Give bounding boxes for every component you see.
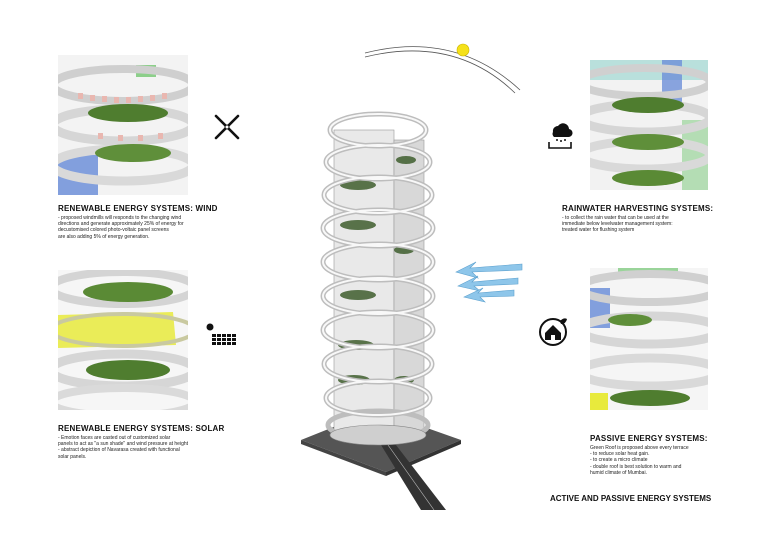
solar-line-3: - abstract depiction of Navarasa created…: [58, 447, 180, 454]
rain-line-3: treated water for flushing system: [562, 227, 635, 234]
wind-line-2: directions and generate approximately 25…: [58, 221, 184, 228]
rainwater-description: - to collect the rain water that can be …: [562, 215, 673, 234]
passive-line-4: - double roof is best solution to warm a…: [590, 463, 682, 470]
wind-description: - proposed windmills will responds to th…: [58, 215, 184, 240]
passive-line-3: - to create a micro climate: [590, 457, 648, 464]
green-roof-icon: [539, 318, 567, 346]
windmill-icon: [214, 114, 240, 140]
solar-panel-icon: [206, 323, 236, 345]
passive-line-1: Green Roof is proposed above every terra…: [590, 445, 689, 451]
wind-line-4: are also adding 5% of energy generation.: [58, 233, 150, 240]
wind-line-3: decustomised colored photo-voltaic panel…: [58, 227, 169, 234]
wind-line-1: - proposed windmills will responds to th…: [58, 215, 182, 221]
rainwater-title: RAINWATER HARVESTING SYSTEMS:: [562, 204, 714, 213]
rain-line-1: - to collect the rain water that can be …: [562, 215, 669, 221]
passive-title: PASSIVE ENERGY SYSTEMS:: [590, 434, 708, 443]
solar-image: [58, 270, 188, 410]
rain-cloud-icon: [548, 123, 573, 149]
solar-line-4: solar panels.: [58, 453, 87, 460]
sun-arc: [364, 46, 521, 94]
solar-description: - Emotion faces are casted out of custom…: [58, 435, 188, 460]
passive-description: Green Roof is proposed above every terra…: [590, 445, 689, 476]
solar-line-2: panels to act as "a sun shade" and wind …: [58, 441, 189, 448]
wind-image: [58, 55, 188, 195]
wind-arrows-icon: [455, 261, 523, 303]
sun-icon: [456, 43, 470, 57]
wind-title: RENEWABLE ENERGY SYSTEMS: WIND: [58, 204, 218, 213]
passive-line-5: humid climate of Mumbai.: [590, 469, 647, 476]
solar-line-1: - Emotion faces are casted out of custom…: [58, 435, 171, 441]
passive-line-2: - to reduce solar heat gain.: [590, 451, 650, 458]
tower-illustration: [301, 111, 461, 510]
passive-image: [590, 268, 708, 410]
solar-title: RENEWABLE ENERGY SYSTEMS: SOLAR: [58, 424, 225, 433]
page-title: ACTIVE AND PASSIVE ENERGY SYSTEMS: [550, 494, 712, 503]
rainwater-image: [590, 60, 708, 190]
rain-line-2: immediate below levelwater management sy…: [562, 221, 673, 228]
